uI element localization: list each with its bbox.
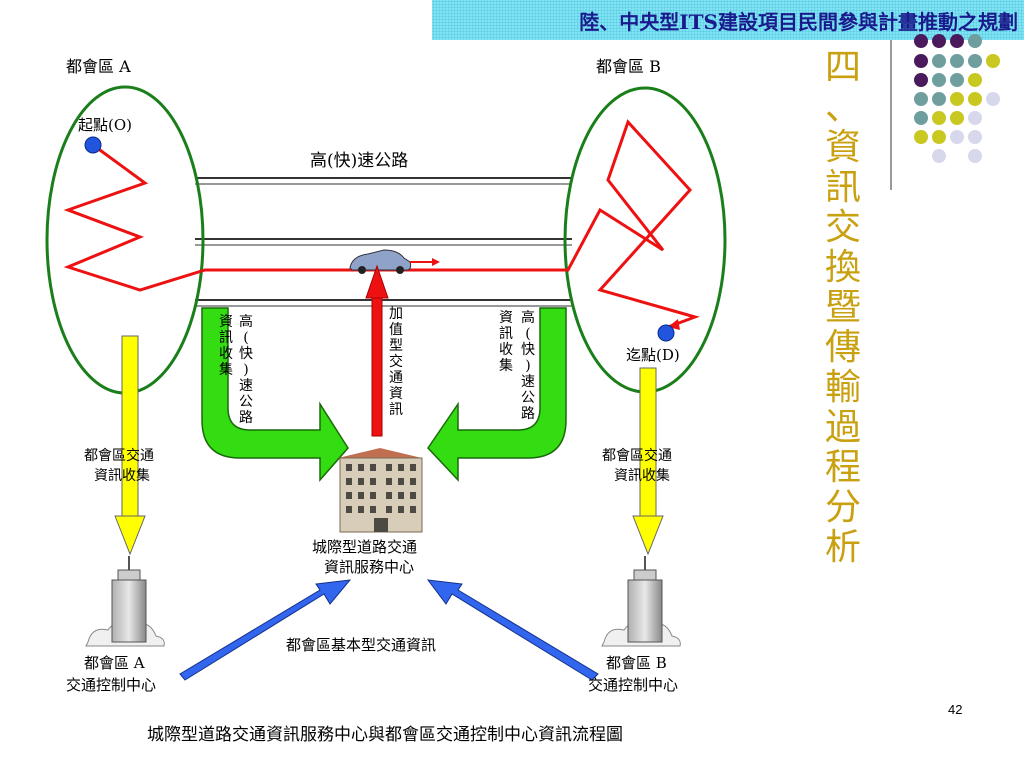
page-number: 42 [948, 702, 963, 717]
highway-info-right-col2: 高(快)速公路 [521, 309, 535, 422]
value-added-arrow [365, 264, 389, 437]
control-center-a-building-icon [85, 556, 165, 647]
basic-info-arrow-left [179, 579, 352, 681]
flow-diagram: 都會區 A 都會區 B 起點(O) 迄點(D) 高(快)速公路 都會區交通 資訊… [45, 57, 727, 694]
metro-info-b-line2: 資訊收集 [614, 467, 670, 484]
side-title-text: 四、資訊交換暨傳輸過程分析 [824, 47, 861, 568]
control-center-b-line2: 交通控制中心 [588, 676, 678, 694]
basic-info-label: 都會區基本型交通資訊 [286, 636, 436, 654]
origin-label: 起點(O) [78, 116, 132, 134]
value-added-label: 加值型交通資訊 [389, 306, 403, 418]
control-center-a-line1: 都會區 A [84, 654, 145, 672]
side-title: 四、資訊交換暨傳輸過程分析 [818, 48, 868, 568]
highway [195, 177, 572, 307]
divider-line [890, 40, 892, 190]
destination-point [657, 324, 675, 342]
destination-label: 迄點(D) [626, 346, 680, 364]
highway-info-left-arrow [201, 307, 349, 482]
highway-label: 高(快)速公路 [310, 151, 408, 171]
car-icon [349, 249, 440, 274]
highway-info-right-arrow [427, 307, 567, 482]
control-center-a-line2: 交通控制中心 [66, 676, 156, 694]
header-title: 陸、中央型ITS建設項目民間參與計畫推動之規劃 [579, 10, 1018, 34]
metro-area-a-label: 都會區 A [66, 57, 131, 76]
basic-info-arrow-right [426, 579, 599, 681]
service-center-building-icon [338, 448, 423, 533]
metro-info-b-line1: 都會區交通 [602, 447, 672, 464]
service-center-line2: 資訊服務中心 [324, 558, 414, 576]
control-center-b-building-icon [601, 556, 681, 647]
metro-area-b-label: 都會區 B [596, 57, 661, 76]
control-center-b-line1: 都會區 B [606, 654, 667, 672]
metro-info-b-arrow [632, 367, 664, 556]
highway-info-left-col2: 高(快)速公路 [239, 313, 253, 426]
highway-info-right-col1: 資訊收集 [499, 310, 513, 374]
diagram-caption: 城際型道路交通資訊服務中心與都會區交通控制中心資訊流程圖 [147, 725, 623, 744]
highway-info-left-col1: 資訊收集 [219, 314, 233, 378]
origin-point [84, 136, 102, 154]
metro-info-a-arrow [114, 335, 146, 556]
service-center-line1: 城際型道路交通 [312, 538, 417, 556]
metro-info-a-line1: 都會區交通 [84, 447, 154, 464]
header-bar: 陸、中央型ITS建設項目民間參與計畫推動之規劃 [432, 0, 1024, 40]
travel-route [63, 119, 700, 329]
metro-info-a-line2: 資訊收集 [94, 467, 150, 484]
